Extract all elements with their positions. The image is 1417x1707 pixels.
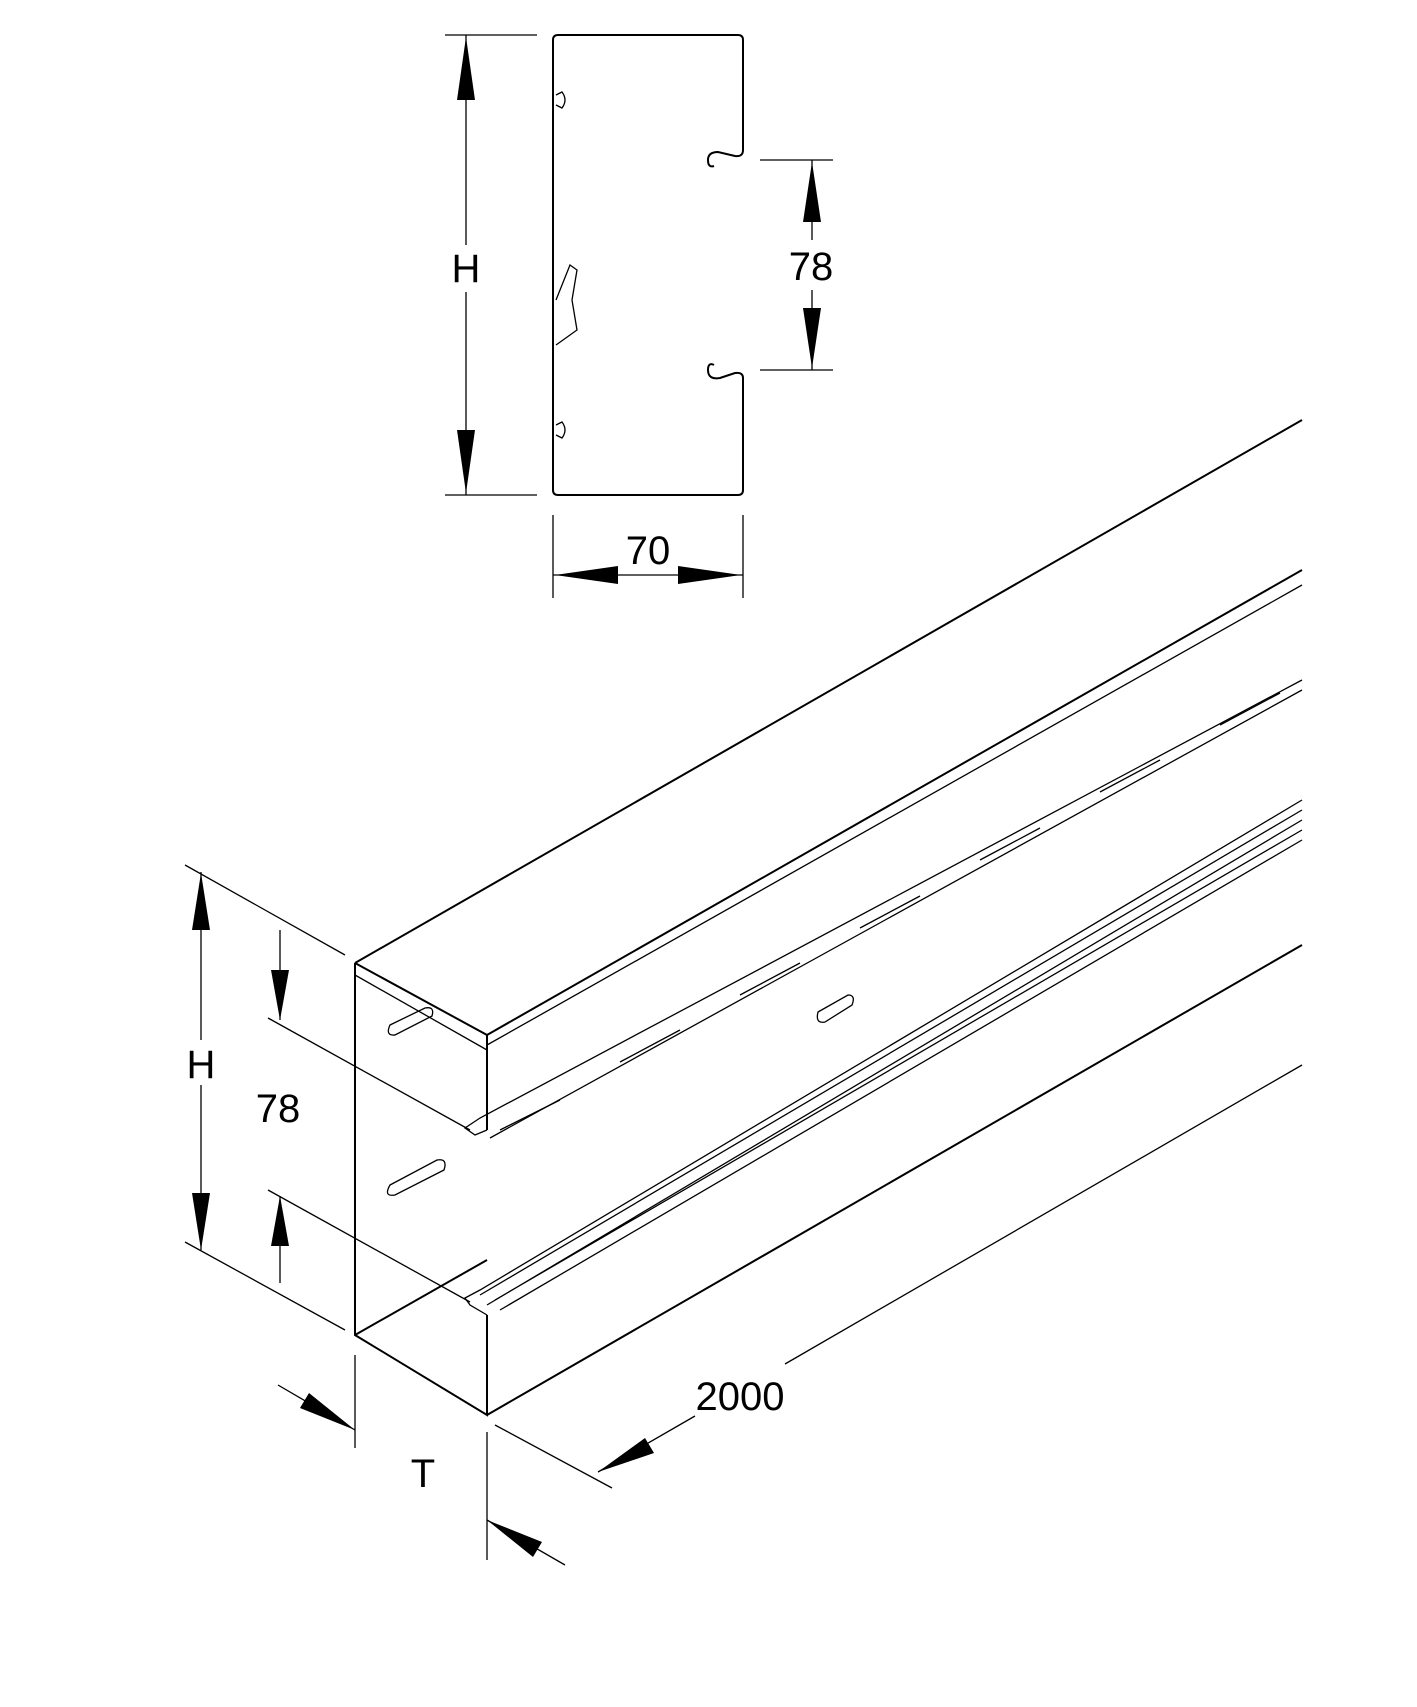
extension-line — [184, 1241, 346, 1331]
duct-inner-top — [354, 974, 488, 1051]
iso-gap-label: 78 — [256, 1087, 301, 1131]
arrow-icon — [678, 566, 741, 584]
iso-height-label: H — [187, 1043, 216, 1087]
arrow-icon — [192, 873, 210, 930]
isometric-view: H 78 T 2000 — [184, 419, 1303, 1566]
perforation-row — [499, 692, 1281, 1131]
section-width-label: 70 — [626, 529, 671, 573]
section-clip-bottom — [555, 421, 566, 439]
duct-top-lip — [486, 584, 1303, 1046]
upper-flange — [463, 679, 1303, 1139]
slot-lower — [386, 1159, 446, 1196]
section-height-label: H — [452, 247, 481, 291]
arrow-icon — [300, 1393, 355, 1430]
iso-length-label: 2000 — [696, 1375, 785, 1419]
arrow-icon — [271, 1196, 289, 1246]
arrow-icon — [457, 430, 475, 493]
arrow-icon — [803, 162, 821, 222]
arrow-icon — [271, 970, 289, 1020]
cross-section-view: H 78 70 — [445, 34, 834, 598]
slot-upper — [387, 1007, 434, 1036]
extension-line — [494, 1424, 613, 1489]
arrow-icon — [192, 1193, 210, 1250]
extension-line — [267, 1189, 471, 1303]
duct-top-edge — [354, 419, 1303, 964]
section-clip-middle — [555, 263, 578, 346]
duct-inner-bottom — [354, 1259, 488, 1336]
duct-top-front-edge — [486, 569, 1303, 1036]
tab-clip — [816, 994, 854, 1023]
duct-bottom-edge — [486, 944, 1303, 1416]
arrow-icon — [457, 37, 475, 100]
arrow-icon — [803, 308, 821, 368]
extension-line — [267, 1017, 471, 1131]
dimension-line — [784, 1064, 1303, 1365]
section-clip-top — [555, 91, 566, 109]
section-gap-label: 78 — [789, 245, 834, 289]
section-profile — [552, 34, 744, 496]
arrow-icon — [555, 566, 618, 584]
extension-line — [184, 864, 346, 956]
arrow-icon — [487, 1520, 542, 1557]
lower-flange — [464, 799, 1303, 1316]
duct-front-face — [354, 962, 488, 1417]
arrow-icon — [598, 1438, 654, 1472]
iso-depth-label: T — [411, 1452, 435, 1496]
